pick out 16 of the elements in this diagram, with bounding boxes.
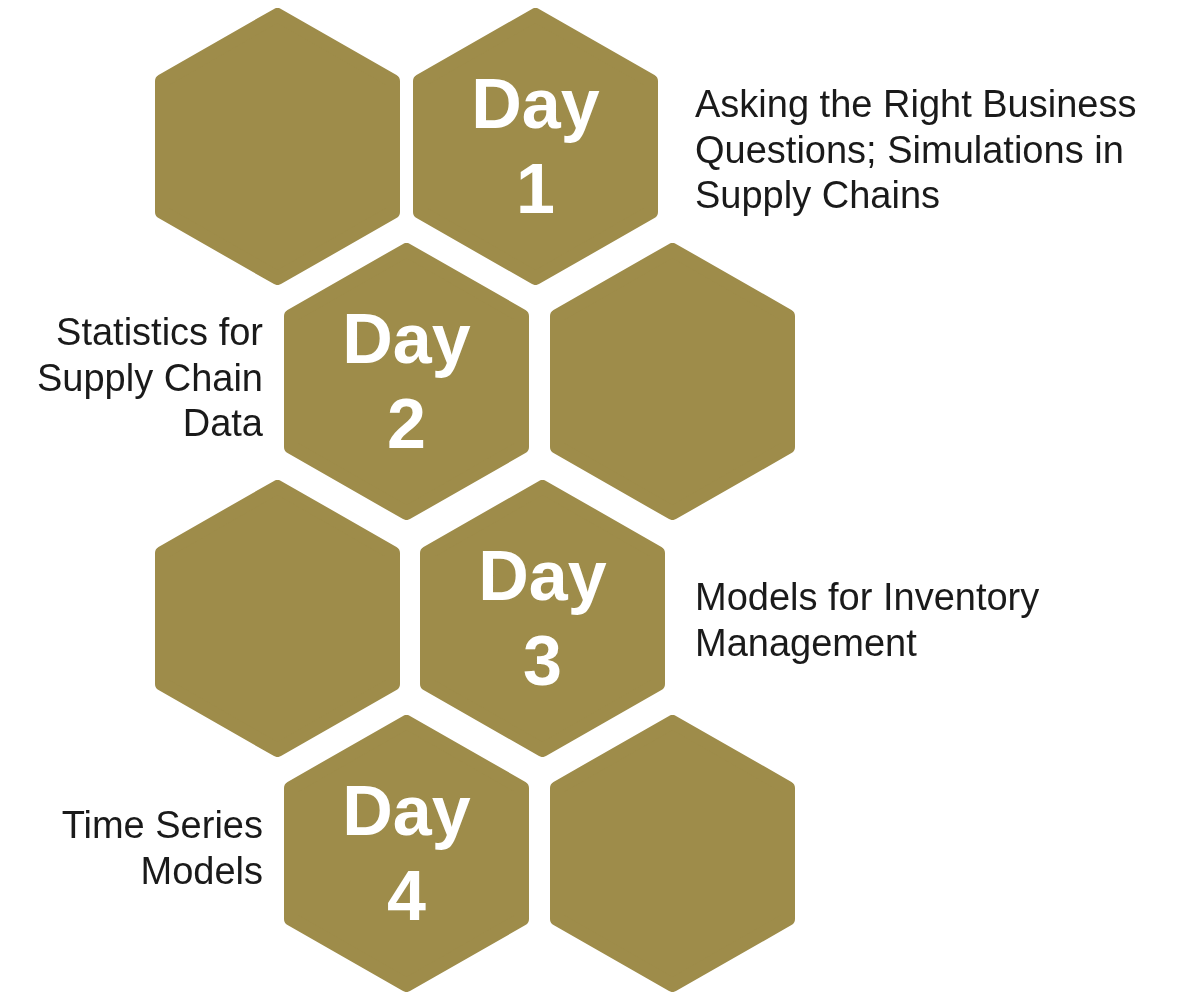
hexagon-tile: [550, 243, 795, 520]
topic-text: Statistics for Supply Chain Data: [35, 310, 263, 447]
topic-text: Time Series Models: [60, 803, 263, 894]
day-label: Day 4: [341, 770, 472, 937]
hexagon-tile: [284, 243, 529, 520]
topic-text: Asking the Right Business Questions; Simulations in Supply Chains: [695, 82, 1138, 219]
day-label: Day 3: [477, 535, 608, 702]
day-label: Day 2: [341, 298, 472, 465]
hexagon-tile: [550, 715, 795, 992]
hexagon-tile: [155, 480, 400, 757]
hexagon-tile: [155, 8, 400, 285]
topic-text: Models for Inventory Management: [695, 575, 1041, 666]
hexagon-tile: [420, 480, 665, 757]
hexagon-tile: [413, 8, 658, 285]
hexagon-tile: [284, 715, 529, 992]
day-label: Day 1: [470, 63, 601, 230]
